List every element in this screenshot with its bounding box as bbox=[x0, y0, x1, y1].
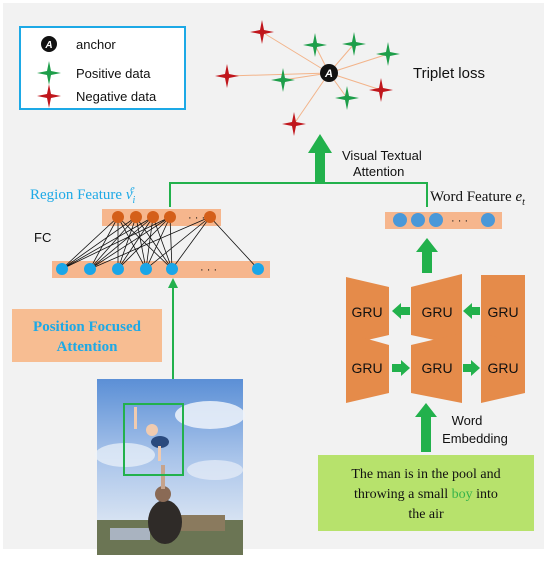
gru-to-word-arrow-shaft bbox=[422, 251, 432, 273]
merge-connector bbox=[169, 182, 428, 207]
pfa-label-line1: Position Focused bbox=[33, 319, 142, 335]
word-embedding-label-line1: Word bbox=[452, 413, 483, 428]
sentence-highlight-word: boy bbox=[452, 487, 473, 502]
sentence-line2: throwing a small boy into bbox=[354, 487, 498, 502]
region-feature-label: Region Feature vie bbox=[30, 184, 135, 206]
positive-star-3 bbox=[376, 42, 400, 66]
gru-arrow-bottom-left bbox=[392, 360, 410, 376]
fc-input-nodes bbox=[56, 263, 264, 275]
input-photo bbox=[95, 379, 245, 555]
gru-block-bottom-3: GRU bbox=[481, 333, 525, 403]
word-feature-nodes bbox=[393, 213, 495, 227]
anchor-node-symbol: A bbox=[324, 68, 333, 80]
gru-arrow-top-left bbox=[392, 303, 410, 319]
attention-label-line1: Visual Textual bbox=[342, 148, 422, 163]
gru-block-top-3: GRU bbox=[481, 275, 525, 345]
gru-block-bottom-2: GRU bbox=[411, 333, 462, 403]
attention-arrow-shaft bbox=[315, 152, 325, 183]
connector-lines bbox=[226, 31, 389, 125]
positive-legend-label: Positive data bbox=[76, 66, 151, 81]
gru-arrow-top-right bbox=[463, 303, 480, 319]
legend: A anchor Positive data Negative data bbox=[19, 26, 186, 110]
negative-legend-label: Negative data bbox=[76, 89, 157, 104]
position-focused-attention-box bbox=[12, 309, 162, 362]
anchor-legend-icon bbox=[41, 36, 57, 52]
svg-text:GRU: GRU bbox=[351, 304, 382, 320]
svg-text:GRU: GRU bbox=[421, 360, 452, 376]
negative-star-2 bbox=[215, 64, 239, 88]
svg-text:GRU: GRU bbox=[487, 304, 518, 320]
svg-text:GRU: GRU bbox=[487, 360, 518, 376]
anchor-node bbox=[320, 64, 338, 82]
negative-star-3 bbox=[369, 78, 393, 102]
fc-input-bar bbox=[52, 261, 270, 278]
sentence-line3: the air bbox=[408, 507, 444, 522]
gru-block-bottom-1: GRU bbox=[346, 333, 389, 403]
fc-label: FC bbox=[34, 230, 51, 245]
anchor-legend-label: anchor bbox=[76, 37, 116, 52]
focus-region-box bbox=[123, 403, 184, 476]
negative-star-1 bbox=[250, 20, 274, 44]
word-embedding-label-line2: Embedding bbox=[442, 431, 508, 446]
sentence-box bbox=[318, 455, 534, 531]
triplet-loss-label: Triplet loss bbox=[413, 65, 485, 82]
sentence-to-gru-arrow-shaft bbox=[421, 416, 431, 452]
anchor-legend-symbol: A bbox=[44, 40, 52, 51]
gru-arrow-bottom-right bbox=[463, 360, 480, 376]
region-feature-nodes bbox=[112, 211, 216, 223]
gru-to-word-arrow-head bbox=[416, 238, 438, 252]
pfa-label-line2: Attention bbox=[57, 339, 118, 355]
fc-connections bbox=[61, 216, 259, 270]
svg-text:GRU: GRU bbox=[351, 360, 382, 376]
attention-label-line2: Attention bbox=[353, 164, 404, 179]
photo-to-fc-arrowhead bbox=[168, 278, 178, 288]
word-feature-dots: · · · bbox=[451, 215, 468, 227]
gru-block-top-2: GRU bbox=[411, 274, 462, 346]
region-feature-dots: · · · bbox=[188, 212, 205, 224]
positive-star-5 bbox=[335, 86, 359, 110]
word-feature-label: Word Feature et bbox=[430, 189, 525, 208]
sentence-to-gru-arrow-head bbox=[415, 403, 437, 417]
sentence-line1: The man is in the pool and bbox=[351, 467, 500, 482]
positive-star-1 bbox=[303, 33, 327, 57]
gru-block-top-1: GRU bbox=[346, 277, 389, 345]
positive-legend-icon bbox=[37, 61, 61, 85]
negative-star-4 bbox=[282, 112, 306, 136]
svg-text:GRU: GRU bbox=[421, 304, 452, 320]
attention-arrow-head bbox=[308, 134, 332, 153]
fc-input-dots: · · · bbox=[200, 264, 217, 276]
positive-star-2 bbox=[342, 32, 366, 56]
positive-star-4 bbox=[271, 68, 295, 92]
triplet-cluster: A bbox=[215, 20, 400, 136]
negative-legend-icon bbox=[37, 84, 61, 108]
